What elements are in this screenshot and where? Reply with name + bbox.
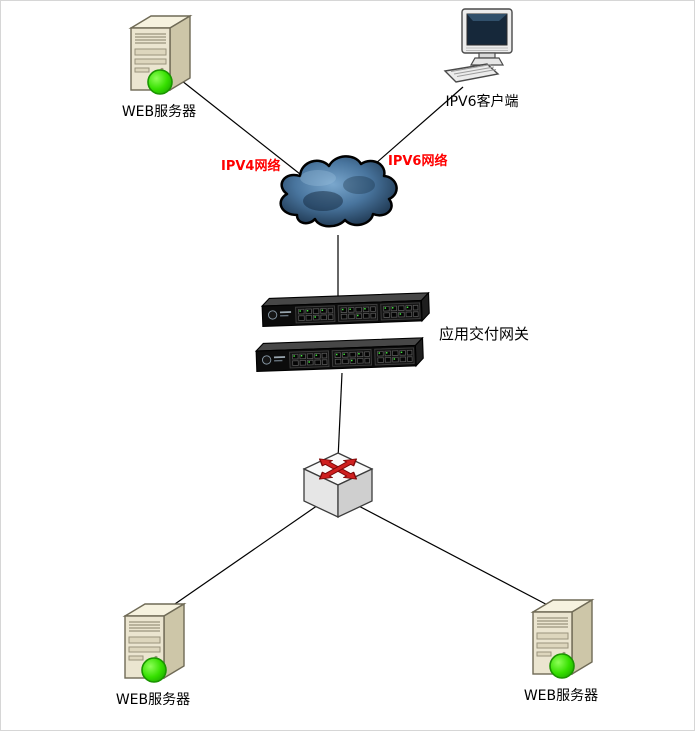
rack-appliance-icon bbox=[255, 292, 431, 333]
node-internet-cloud bbox=[273, 149, 403, 244]
link-label-ipv6-network: IPV6网络 bbox=[388, 154, 448, 169]
node-web-server-right: WEB服务器 bbox=[521, 593, 601, 705]
link-webserver-cloud bbox=[176, 76, 320, 190]
node-web-server-left: WEB服务器 bbox=[113, 597, 193, 709]
link-switch-serverright bbox=[352, 502, 560, 612]
rack-appliance-icon bbox=[249, 337, 425, 378]
server-tower-icon bbox=[521, 593, 601, 683]
node-app-delivery-gateway bbox=[249, 292, 445, 382]
node-label: WEB服务器 bbox=[121, 104, 197, 120]
link-client-cloud bbox=[366, 86, 464, 172]
cloud-icon bbox=[279, 155, 398, 228]
switch-icon bbox=[298, 449, 378, 521]
link-switch-serverleft bbox=[158, 502, 322, 616]
node-ipv6-client: IPV6客户端 bbox=[439, 7, 525, 111]
desktop-computer-icon bbox=[443, 8, 513, 83]
node-label: IPV6客户端 bbox=[445, 94, 519, 110]
gateway-label: 应用交付网关 bbox=[439, 325, 530, 343]
link-gateway-switch bbox=[337, 372, 343, 460]
node-label: WEB服务器 bbox=[115, 692, 191, 708]
server-tower-icon bbox=[119, 9, 199, 99]
node-switch bbox=[298, 449, 378, 521]
node-label: WEB服务器 bbox=[523, 688, 599, 704]
server-tower-icon bbox=[113, 597, 193, 687]
link-label-ipv4-network: IPV4网络 bbox=[221, 159, 281, 174]
node-web-server-top: WEB服务器 bbox=[119, 9, 199, 121]
